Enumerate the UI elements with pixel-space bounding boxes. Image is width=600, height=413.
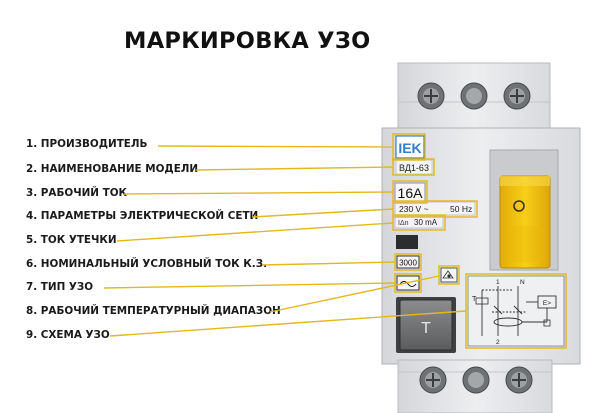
terminal-screws-bottom xyxy=(419,366,533,394)
rated-current-text: 16A xyxy=(398,185,424,201)
scheme-n-label: N xyxy=(520,279,525,286)
terminal-screws-top xyxy=(417,82,531,110)
label-manufacturer: 1. ПРОИЗВОДИТЕЛЬ xyxy=(26,138,148,150)
rcd-scheme-diagram: T E> N 1 2 xyxy=(467,275,565,347)
short-circuit-text: 3000 xyxy=(399,259,417,268)
test-button: T xyxy=(396,297,456,353)
scheme-2-label: 2 xyxy=(496,339,500,346)
test-button-label: T xyxy=(421,320,431,337)
brand-text: IEK xyxy=(398,140,421,156)
label-model-name: 2. НАИМЕНОВАНИЕ МОДЕЛИ xyxy=(26,163,199,175)
switch-handle xyxy=(489,149,559,271)
page-title: МАРКИРОВКА УЗО xyxy=(124,28,371,54)
scheme-1-label: 1 xyxy=(496,279,500,286)
label-rcd-scheme: 9. СХЕМА УЗО xyxy=(26,329,110,341)
label-rcd-type: 7. ТИП УЗО xyxy=(26,281,94,293)
callout-lines xyxy=(103,145,467,337)
scheme-test-label: T xyxy=(472,296,477,303)
voltage-text: 230 V ~ xyxy=(399,204,429,214)
label-leakage-current: 5. ТОК УТЕЧКИ xyxy=(26,234,117,246)
label-rated-current: 3. РАБОЧИЙ ТОК xyxy=(26,187,128,199)
brand-logo: IEK xyxy=(395,135,425,159)
leakage-text: 30 mA xyxy=(414,218,438,227)
model-text: ВД1-63 xyxy=(399,163,429,173)
scheme-e-label: E> xyxy=(543,300,551,307)
label-network-parameters: 4. ПАРАМЕТРЫ ЭЛЕКТРИЧЕСКОЙ СЕТИ xyxy=(26,210,259,222)
indicator-window xyxy=(396,235,418,249)
label-temperature-range: 8. РАБОЧИЙ ТЕМПЕРАТУРНЫЙ ДИАПАЗОН xyxy=(26,305,281,317)
leak-prefix-text: IΔn xyxy=(398,220,409,227)
label-short-circuit-current: 6. НОМИНАЛЬНЫЙ УСЛОВНЫЙ ТОК К.З. xyxy=(26,258,268,270)
frequency-text: 50 Hz xyxy=(450,204,472,214)
